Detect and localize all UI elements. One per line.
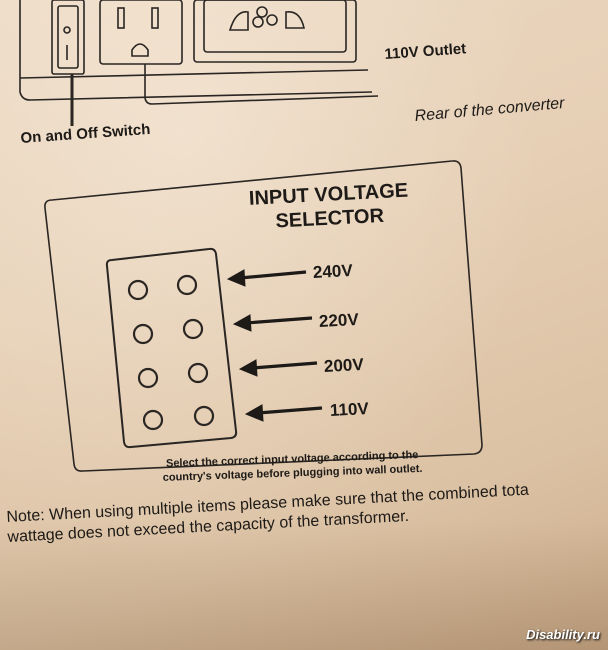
universal-hole-right (266, 14, 278, 26)
selector-panel-border (44, 160, 483, 472)
watermark: Disability.ru (526, 627, 600, 642)
arrowhead-200v (238, 359, 258, 377)
converter-base-line (19, 69, 369, 79)
outlet-frame (99, 0, 183, 65)
selector-hole (187, 362, 209, 384)
selector-hole (127, 279, 149, 301)
power-switch (57, 5, 79, 69)
selector-hole (142, 409, 164, 431)
selector-hole (182, 318, 204, 340)
converter-body-outline (19, 0, 373, 101)
universal-hole-top (256, 6, 268, 18)
selector-hole (176, 274, 198, 296)
arrow-110v (257, 406, 323, 415)
universal-slot-left (228, 11, 249, 31)
arrowhead-220v (232, 314, 252, 332)
voltage-label-110: 110V (329, 398, 370, 421)
outlet-ground (131, 43, 149, 57)
voltage-label-240: 240V (312, 260, 354, 283)
outlet-slot-right (151, 7, 159, 29)
universal-outlet-frame (193, 0, 357, 63)
arrow-200v (251, 361, 318, 370)
outlet-leader-line (144, 64, 379, 105)
power-switch-frame (51, 0, 85, 75)
selector-hole (132, 323, 154, 345)
arrowhead-110v (244, 404, 264, 422)
universal-hole-left (252, 16, 264, 28)
universal-slot-right (285, 11, 305, 29)
voltage-label-200: 200V (323, 354, 365, 377)
selector-hole (193, 405, 215, 427)
outlet-slot-left (117, 7, 125, 29)
selector-switch-block (105, 247, 238, 449)
switch-dot (63, 26, 71, 34)
universal-outlet-inner (203, 0, 347, 53)
arrowhead-240v (226, 269, 246, 287)
arrow-240v (239, 270, 307, 280)
voltage-label-220: 220V (318, 309, 360, 332)
arrow-220v (245, 316, 313, 325)
selector-hole (137, 367, 159, 389)
